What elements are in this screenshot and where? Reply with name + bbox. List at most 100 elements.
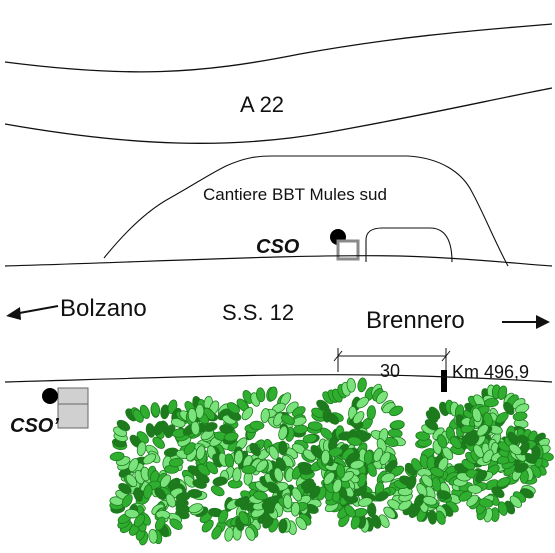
tree-leaf [282,494,293,509]
tree-crown [109,465,191,546]
tree-leaf [266,481,280,494]
tree-leaf [253,490,268,501]
tree-leaf [109,451,125,462]
direction-left-label: Bolzano [60,295,147,322]
tree-leaf [422,495,438,506]
tree-leaf [212,476,228,487]
tree-leaf [249,420,265,431]
highway-label: A 22 [240,92,284,117]
tree-leaf [380,472,396,483]
tree-leaf [183,475,196,488]
tree-leaf [497,385,508,401]
tree-leaf [168,457,184,468]
tree-leaf [226,402,240,414]
tree-leaf [183,442,196,455]
tree-leaf [484,398,499,408]
tree-leaf [427,509,438,525]
tree-leaf [150,402,161,417]
tree-leaf [278,518,288,534]
tree-leaf [136,441,147,457]
tree-leaf [116,419,131,432]
tree-leaf [413,493,425,508]
tree-leaf [320,449,331,465]
state-road-label: S.S. 12 [222,300,294,325]
tree-leaf [291,487,302,502]
tree-leaf [200,429,215,441]
tree-leaf [346,377,356,393]
tree-leaf [167,477,181,490]
tree-leaf [261,501,275,514]
cso-prime-point-marker [42,388,58,404]
tree-leaf [165,493,177,508]
tree-leaf [335,463,346,479]
tree-leaf [142,453,157,465]
tree-leaf [241,407,254,421]
a22-upper-edge [4,23,553,73]
tree-leaf [278,440,288,456]
tree-leaf [437,434,448,449]
tree-leaf [429,466,445,478]
tree-leaf [224,526,234,542]
tree-leaf [390,420,405,430]
tree-leaf [133,513,145,528]
tree-leaf [188,503,203,514]
tree-leaf [187,488,203,499]
tree-leaf [143,484,153,500]
tree-leaf [281,414,295,425]
tree-leaf [256,387,266,403]
tree-leaf [273,467,284,482]
tree-leaf [300,478,315,490]
tree-leaf [278,425,288,441]
tree-leaf [497,501,508,516]
tree-leaf [154,487,167,501]
tree-leaf [128,458,139,473]
tree-leaf [295,516,307,531]
tree-leaf [268,386,278,402]
tree-leaf [514,462,529,473]
tree-leaf [383,506,396,519]
tree-leaf [153,421,164,436]
tree-cluster [109,377,554,546]
tree-leaf [139,404,150,419]
a22-lower-edge [4,87,553,144]
tree-leaf [268,445,279,460]
tree-leaf [519,441,530,456]
dimension-label: 30 [380,361,400,381]
right-arrow-icon [502,315,550,329]
tree-leaf [406,475,417,490]
tunnel-portal [365,227,453,263]
tree-leaf [421,474,434,488]
tree-leaf [512,411,528,421]
tree-leaf [508,443,522,456]
tree-leaf [125,473,138,488]
tree-leaf [531,445,541,461]
cso-square-marker [336,239,360,261]
tree-leaf [475,469,488,483]
road-lower-edge [4,374,553,383]
tree-leaf [238,511,250,526]
tree-leaf [173,498,189,509]
tree-leaf [187,407,198,423]
tree-leaf [241,465,257,475]
tree-leaf [273,412,284,427]
tree-leaf [363,450,374,465]
tree-leaf [218,509,229,524]
tree-leaf [290,501,301,517]
tree-crown [297,437,365,503]
tree-leaf [379,451,391,466]
tree-leaf [352,411,365,425]
km-marker-label: Km 496,9 [452,362,529,382]
tree-leaf [389,405,404,417]
site-area-outline [103,155,509,267]
road-upper-edge [4,255,553,267]
tree-leaf [357,377,367,393]
tree-leaf [483,412,493,427]
tree-leaf [169,518,183,530]
tree-leaf [307,421,323,431]
left-arrow-icon [6,305,59,320]
site-label: Cantiere BBT Mules sud [203,185,387,204]
tree-leaf [344,504,356,518]
tree-leaf [375,390,388,404]
tree-leaf [355,396,369,409]
